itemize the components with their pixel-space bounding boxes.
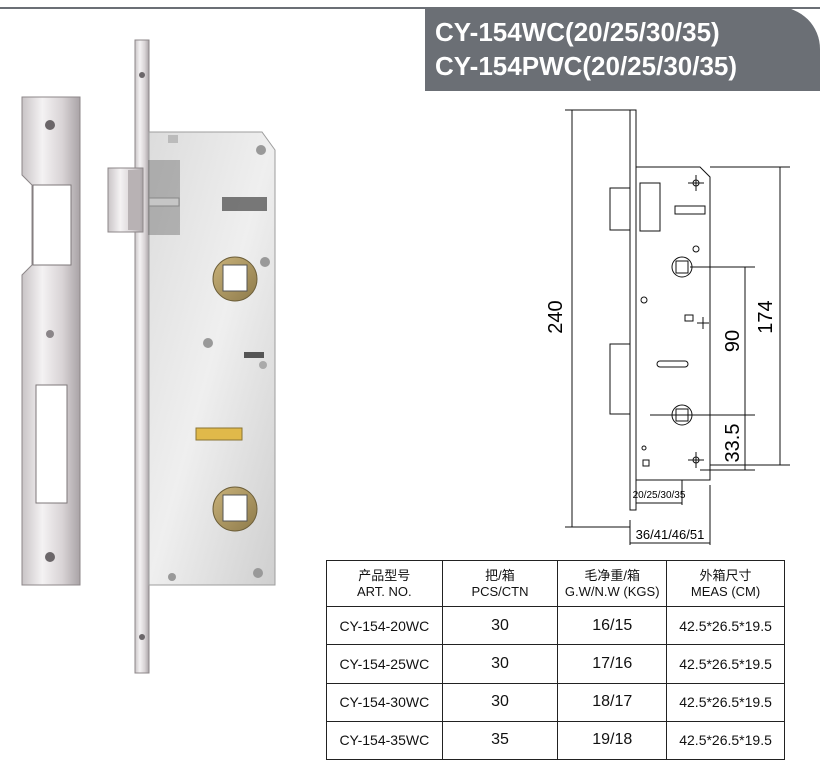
header-meas-en: MEAS (CM) bbox=[690, 583, 761, 599]
title-banner: CY-154WC(20/25/30/35) CY-154PWC(20/25/30… bbox=[425, 7, 820, 91]
dimension-lines bbox=[565, 109, 790, 545]
dim-label-90: 90 bbox=[722, 330, 744, 352]
cell-pcs: 30 bbox=[441, 605, 559, 646]
cell-pcs: 30 bbox=[441, 682, 559, 722]
cell-meas: 42.5*26.5*19.5 bbox=[666, 682, 785, 722]
header-pcs-ctn: 把/箱 PCS/CTN bbox=[441, 560, 559, 607]
header-art-no-en: ART. NO. bbox=[356, 583, 412, 599]
spec-table: 产品型号 ART. NO. 把/箱 PCS/CTN 毛净重/箱 G.W/N.W … bbox=[326, 560, 785, 761]
table-row: CY-154-25WC 30 17/16 42.5*26.5*19.5 bbox=[326, 644, 785, 684]
header-art-no: 产品型号 ART. NO. bbox=[326, 560, 443, 607]
title-line-2: CY-154PWC(20/25/30/35) bbox=[435, 51, 738, 81]
cell-weight: 17/16 bbox=[557, 644, 668, 684]
header-pcs-ctn-cn: 把/箱 bbox=[485, 567, 515, 583]
cell-art-no: CY-154-35WC bbox=[326, 720, 443, 761]
lock-product-photo bbox=[21, 39, 276, 674]
cell-weight: 16/15 bbox=[557, 605, 668, 646]
cell-art-no: CY-154-25WC bbox=[326, 644, 443, 684]
table-row: CY-154-20WC 30 16/15 42.5*26.5*19.5 bbox=[326, 605, 785, 646]
cell-weight: 19/18 bbox=[557, 720, 668, 761]
header-meas: 外箱尺寸 MEAS (CM) bbox=[666, 560, 785, 607]
header-weight-en: G.W/N.W (KGS) bbox=[564, 583, 660, 599]
header-weight: 毛净重/箱 G.W/N.W (KGS) bbox=[557, 560, 668, 607]
header-art-no-cn: 产品型号 bbox=[358, 567, 411, 583]
dim-label-33-5: 33.5 bbox=[722, 424, 744, 463]
upper-follower bbox=[212, 256, 258, 302]
cell-pcs: 30 bbox=[441, 644, 559, 684]
cell-meas: 42.5*26.5*19.5 bbox=[666, 605, 785, 646]
table-row: CY-154-35WC 35 19/18 42.5*26.5*19.5 bbox=[326, 720, 785, 761]
dim-label-174: 174 bbox=[755, 300, 777, 333]
header-pcs-ctn-en: PCS/CTN bbox=[471, 583, 529, 599]
latch-bolt bbox=[107, 167, 180, 233]
lower-follower bbox=[212, 486, 258, 532]
cell-weight: 18/17 bbox=[557, 682, 668, 722]
cell-art-no: CY-154-20WC bbox=[326, 605, 443, 646]
title-line-1: CY-154WC(20/25/30/35) bbox=[435, 17, 720, 47]
cell-art-no: CY-154-30WC bbox=[326, 682, 443, 722]
dim-label-240: 240 bbox=[545, 300, 567, 333]
table-row: CY-154-30WC 30 18/17 42.5*26.5*19.5 bbox=[326, 682, 785, 722]
cell-meas: 42.5*26.5*19.5 bbox=[666, 644, 785, 684]
cell-meas: 42.5*26.5*19.5 bbox=[666, 720, 785, 761]
dim-label-backset: 20/25/30/35 bbox=[633, 490, 686, 501]
cell-pcs: 35 bbox=[441, 720, 559, 761]
header-rule bbox=[0, 7, 820, 9]
technical-drawing: 240 174 90 33.5 20/25/30/35 36/41/46/51 bbox=[545, 109, 790, 545]
strike-plate bbox=[21, 96, 81, 586]
table-header-row: 产品型号 ART. NO. 把/箱 PCS/CTN 毛净重/箱 G.W/N.W … bbox=[326, 560, 785, 607]
header-weight-cn: 毛净重/箱 bbox=[584, 567, 641, 583]
dim-label-width: 36/41/46/51 bbox=[636, 527, 705, 542]
header-meas-cn: 外箱尺寸 bbox=[699, 567, 752, 583]
lock-forend bbox=[134, 39, 150, 674]
